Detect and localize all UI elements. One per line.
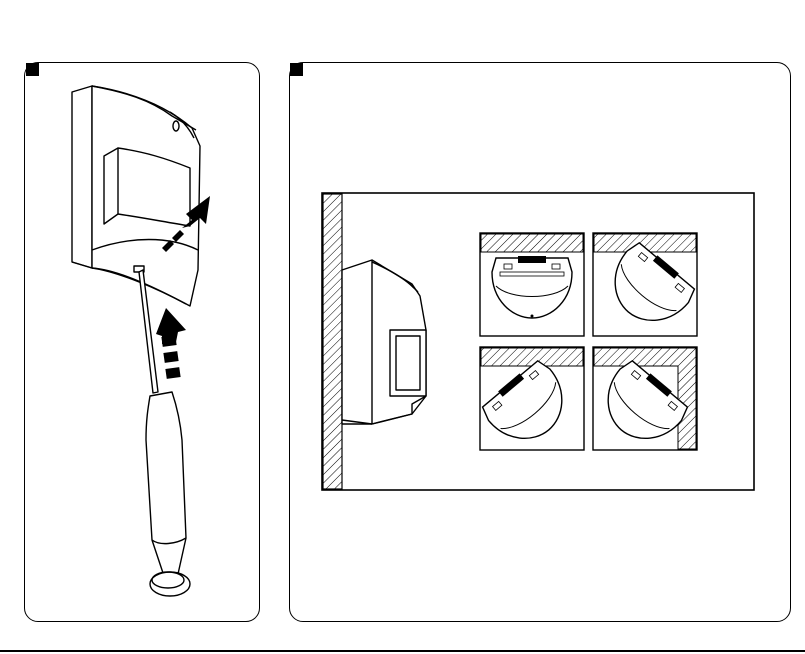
- mount-option-corner-left: [478, 347, 584, 456]
- mount-option-corner-right: [591, 347, 697, 456]
- detector-side-view: [342, 260, 426, 424]
- arrow-up-icon: [156, 308, 186, 379]
- mount-option-flat-wall: [480, 233, 584, 336]
- wall-hatched: [323, 194, 342, 489]
- mount-option-angled: [593, 233, 699, 338]
- detector-left-illustration: [72, 86, 200, 306]
- bottom-rule: [0, 650, 805, 652]
